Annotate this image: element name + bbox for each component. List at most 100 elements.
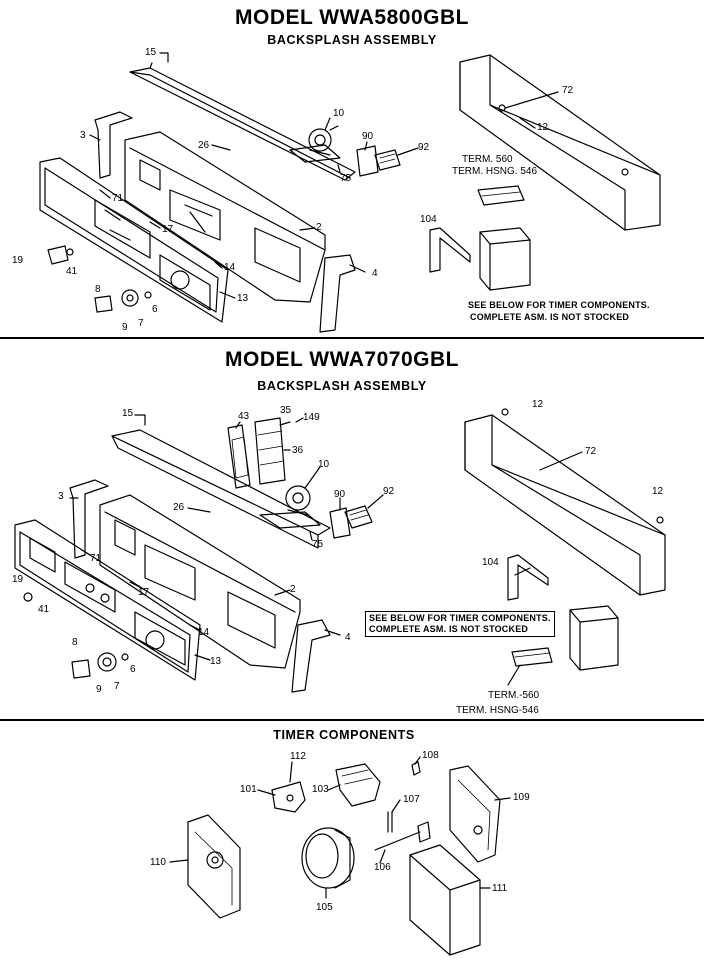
section-subtitle-1: BACKSPLASH ASSEMBLY bbox=[267, 33, 437, 47]
label-14-2: 14 bbox=[198, 627, 210, 638]
backsplash-frame-1 bbox=[124, 131, 326, 303]
label-71-2: 71 bbox=[90, 553, 102, 564]
bracket-104-2 bbox=[507, 554, 549, 601]
label-6-2: 6 bbox=[130, 664, 136, 675]
label-72: 72 bbox=[562, 85, 574, 96]
label-107: 107 bbox=[403, 794, 420, 805]
component-90-1 bbox=[356, 145, 379, 177]
leader-lines-1 bbox=[89, 52, 559, 299]
timer-part-103 bbox=[335, 763, 381, 807]
section-divider-1 bbox=[0, 337, 704, 339]
part-6-2 bbox=[121, 653, 129, 661]
label-75: 75 bbox=[340, 173, 352, 184]
label-15: 15 bbox=[145, 47, 157, 58]
top-cap-2 bbox=[111, 429, 331, 549]
end-cap-left-1 bbox=[94, 111, 133, 179]
terminal-block-2 bbox=[511, 647, 553, 667]
terminal-block-1 bbox=[477, 185, 525, 206]
label-6: 6 bbox=[152, 304, 158, 315]
label-17-2: 17 bbox=[138, 587, 150, 598]
label-12: 12 bbox=[537, 122, 549, 133]
label-10-2: 10 bbox=[318, 459, 330, 470]
timer-note-line2-2: COMPLETE ASM. IS NOT STOCKED bbox=[369, 624, 529, 634]
label-90-2: 90 bbox=[334, 489, 346, 500]
section-divider-2 bbox=[0, 719, 704, 721]
end-cap-left-2 bbox=[69, 479, 109, 559]
label-4-2: 4 bbox=[345, 632, 351, 643]
label-12b: 12 bbox=[652, 486, 664, 497]
label-104: 104 bbox=[420, 214, 437, 225]
label-19: 19 bbox=[12, 255, 24, 266]
label-4: 4 bbox=[372, 268, 378, 279]
block-35-2 bbox=[254, 417, 286, 485]
term-hsng-label-1: TERM. HSNG. 546 bbox=[452, 166, 538, 177]
switch-10-2 bbox=[285, 485, 311, 516]
label-13: 13 bbox=[237, 293, 249, 304]
part-6-1 bbox=[144, 291, 152, 299]
label-101: 101 bbox=[240, 784, 257, 795]
label-112: 112 bbox=[290, 751, 306, 762]
label-12a: 12 bbox=[532, 399, 544, 410]
label-109: 109 bbox=[513, 792, 530, 803]
control-panel-2 bbox=[14, 519, 201, 681]
label-19-2: 19 bbox=[12, 574, 24, 585]
timer-part-106 bbox=[374, 821, 431, 851]
label-103: 103 bbox=[312, 784, 329, 795]
switch-10-1 bbox=[308, 125, 339, 156]
leader-lines-2 bbox=[69, 414, 583, 686]
component-92-2 bbox=[344, 505, 373, 529]
timer-note-line1-1: SEE BELOW FOR TIMER COMPONENTS. bbox=[468, 300, 650, 310]
backsplash-frame-2 bbox=[99, 494, 301, 669]
knob-7-1 bbox=[121, 289, 139, 307]
timer-part-110 bbox=[187, 814, 241, 919]
label-8-2: 8 bbox=[72, 637, 78, 648]
label-41: 41 bbox=[66, 266, 78, 277]
component-90-2 bbox=[329, 507, 351, 539]
label-111: 111 bbox=[492, 883, 508, 894]
timer-part-105 bbox=[301, 827, 355, 889]
label-8: 8 bbox=[95, 284, 101, 295]
label-72-2: 72 bbox=[585, 446, 597, 457]
timer-part-109 bbox=[449, 765, 501, 863]
end-cap-right-2 bbox=[291, 619, 331, 693]
top-cap-1 bbox=[129, 62, 356, 181]
timer-part-111 bbox=[409, 844, 481, 956]
label-17: 17 bbox=[162, 224, 174, 235]
label-10: 10 bbox=[333, 108, 345, 119]
knob-8-1 bbox=[94, 295, 113, 313]
timer-asm-2 bbox=[569, 605, 619, 671]
timer-components-title: TIMER COMPONENTS bbox=[273, 728, 415, 742]
section-subtitle-2: BACKSPLASH ASSEMBLY bbox=[257, 379, 427, 393]
timer-asm-1 bbox=[479, 227, 531, 291]
knob-8-2 bbox=[71, 659, 91, 679]
timer-note-line1-2: SEE BELOW FOR TIMER COMPONENTS. bbox=[369, 613, 551, 623]
term-label-1: TERM. 560 bbox=[462, 154, 513, 165]
label-43: 43 bbox=[238, 411, 250, 422]
label-3-2: 3 bbox=[58, 491, 64, 502]
timer-note-box-2: SEE BELOW FOR TIMER COMPONENTS. COMPLETE… bbox=[365, 611, 555, 637]
label-15-2: 15 bbox=[122, 408, 134, 419]
label-26: 26 bbox=[198, 140, 210, 151]
term-label-2: TERM.-560 bbox=[488, 690, 540, 701]
label-9-2: 9 bbox=[96, 684, 102, 695]
label-110: 110 bbox=[150, 857, 166, 868]
label-2-2: 2 bbox=[290, 584, 296, 595]
model-title-1: MODEL WWA5800GBL bbox=[235, 6, 469, 29]
label-149: 149 bbox=[303, 412, 320, 423]
term-hsng-label-2: TERM. HSNG-546 bbox=[456, 705, 539, 716]
label-71: 71 bbox=[112, 193, 124, 204]
label-75-2: 75 bbox=[312, 539, 324, 550]
label-3: 3 bbox=[80, 130, 86, 141]
label-92: 92 bbox=[418, 142, 430, 153]
label-106: 106 bbox=[374, 862, 391, 873]
label-13-2: 13 bbox=[210, 656, 222, 667]
label-26-2: 26 bbox=[173, 502, 185, 513]
label-7: 7 bbox=[138, 318, 144, 329]
label-14: 14 bbox=[224, 262, 236, 273]
control-panel-1 bbox=[39, 157, 229, 323]
timer-note-line2-1: COMPLETE ASM. IS NOT STOCKED bbox=[470, 312, 630, 322]
label-9: 9 bbox=[122, 322, 128, 333]
timer-part-107 bbox=[387, 811, 393, 833]
knob-19-1 bbox=[47, 245, 74, 265]
